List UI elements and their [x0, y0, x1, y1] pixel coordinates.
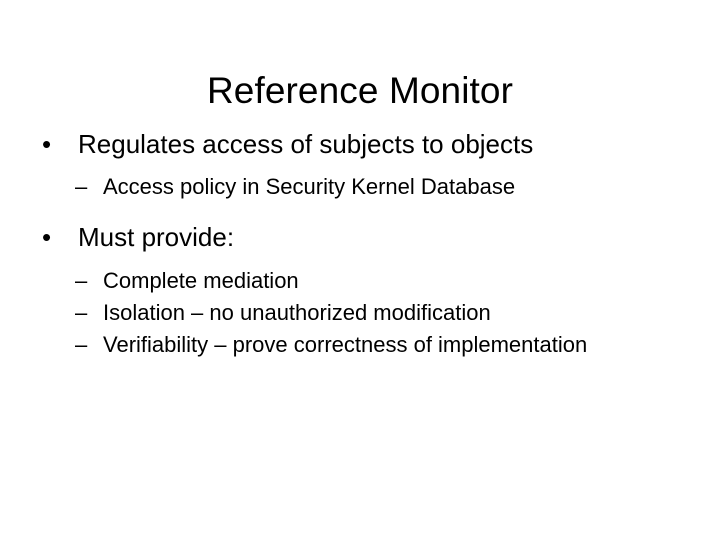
bullet-dot-icon: • — [42, 222, 52, 252]
page-title: Reference Monitor — [206, 69, 514, 111]
spacer — [0, 255, 720, 265]
sub-bullet-text: Isolation – no unauthorized modification — [103, 300, 491, 325]
spacer — [0, 203, 720, 219]
sub-bullet-text: Complete mediation — [103, 268, 299, 293]
sub-bullet-item-isolation: – Isolation – no unauthorized modificati… — [0, 297, 720, 329]
spacer — [0, 162, 720, 171]
dash-icon: – — [75, 332, 88, 357]
sub-bullet-list-1: – Access policy in Security Kernel Datab… — [0, 171, 720, 203]
bullet-list: • Regulates access of subjects to object… — [0, 126, 720, 361]
bullet-text: Regulates access of subjects to objects — [78, 129, 534, 159]
bullet-dot-icon: • — [42, 129, 52, 159]
dash-icon: – — [75, 300, 88, 325]
bullet-text: Must provide: — [78, 222, 235, 252]
dash-icon: – — [75, 268, 88, 293]
sub-bullet-list-2: – Complete mediation – Isolation – no un… — [0, 265, 720, 361]
slide-body: • Regulates access of subjects to object… — [0, 126, 720, 361]
sub-bullet-item-access-policy: – Access policy in Security Kernel Datab… — [0, 171, 720, 203]
sub-bullet-item-complete-mediation: – Complete mediation — [0, 265, 720, 297]
dash-icon: – — [75, 174, 88, 199]
bullet-item-regulates-access: • Regulates access of subjects to object… — [0, 126, 720, 162]
sub-bullet-text: Verifiability – prove correctness of imp… — [103, 332, 588, 357]
sub-bullet-text: Access policy in Security Kernel Databas… — [103, 174, 516, 199]
sub-bullet-item-verifiability: – Verifiability – prove correctness of i… — [0, 329, 720, 361]
bullet-item-must-provide: • Must provide: — [0, 219, 720, 255]
